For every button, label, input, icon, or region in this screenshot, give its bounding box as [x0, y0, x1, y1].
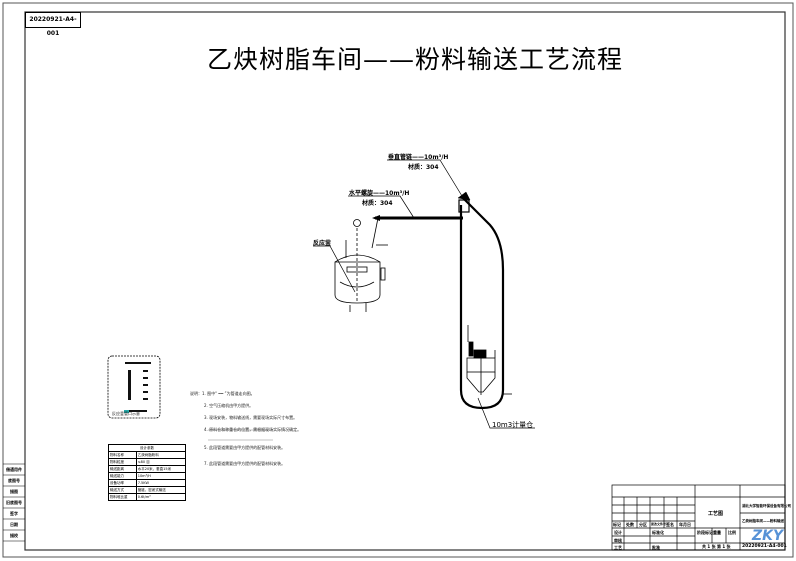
param-name: 物料堆比重 — [108, 493, 137, 501]
param-value: 水平20米，垂直15米 — [135, 465, 187, 473]
nozzle-legend-marks — [124, 362, 151, 413]
legend-caption: 反应釜管口示意 — [112, 411, 140, 416]
tb-approve: 批准 — [652, 545, 660, 550]
reactor-label: 反应釜 — [313, 240, 332, 247]
reactor-vessel — [334, 219, 388, 312]
param-name: 物料粒度 — [108, 458, 137, 466]
table-row: 输送距离水平20米，垂直15米 — [108, 465, 187, 473]
note-line: 3. 现场安装，物料输送线，需要现场实际尺寸布置。 — [204, 415, 298, 420]
side-strip-cell: 日期 — [10, 522, 18, 527]
param-name: 输送能力 — [108, 472, 137, 480]
param-value: 乙炔树脂粉料 — [135, 451, 187, 459]
param-value: 7.5KW — [135, 479, 187, 487]
note-line: 说明：1. 图中“ ━━ ”为管道走向图。 — [190, 391, 255, 396]
side-strip-frame — [3, 463, 25, 542]
side-strip-cell: 旧底图号 — [6, 500, 22, 505]
tb-weight: 重量 — [713, 530, 721, 535]
hopper-label: 10m3计量仓 — [492, 421, 534, 429]
tb-mark: 标记 — [613, 522, 621, 527]
side-strip-cell: 借通用件 — [6, 467, 22, 472]
param-name: 输送距离 — [108, 465, 137, 473]
horizontal-screw-label: 水平螺旋——10m³/H — [349, 190, 410, 197]
nozzle-legend-box — [107, 355, 161, 419]
tb-sheet: 共 1 张 第 1 张 — [702, 544, 731, 549]
tb-count: 处数 — [626, 522, 634, 527]
side-strip-cell: 描校 — [10, 533, 18, 538]
param-name: 设备功率 — [108, 479, 137, 487]
tb-standard: 标准化 — [652, 530, 664, 535]
tb-scale: 比例 — [728, 530, 736, 535]
title-block-frame — [611, 484, 786, 551]
company-logo: ZKY — [752, 528, 784, 544]
tb-date: 年月日 — [679, 522, 691, 527]
table-row: 输送方式管链，密闭式输送 — [108, 486, 187, 494]
tb-change-doc: 更改文件号 — [651, 522, 667, 526]
param-value: 10m³/H — [135, 472, 187, 480]
side-strip-cell: 描图 — [10, 489, 18, 494]
param-value: 0.6t/m³ — [135, 493, 187, 501]
vertical-chain-label: 垂直管链——10m³/H — [388, 154, 449, 161]
horizontal-screw-conveyor — [371, 215, 463, 249]
notes-block: 说明：1. 图中“ ━━ ”为管道走向图。 2. 空气压缩机由甲方提供。 3. … — [190, 391, 301, 467]
tb-company: 湖北大学智能环保设备有限公司 — [742, 504, 791, 508]
horizontal-material-label: 材质：304 — [362, 200, 393, 207]
tb-process: 工艺 — [614, 545, 622, 550]
table-title: 设计参数 — [108, 444, 186, 452]
design-parameter-table: 设计参数 物料名称乙炔树脂粉料 物料粒度≤80 目 输送距离水平20米，垂直15… — [108, 444, 187, 501]
vertical-material-label: 材质：304 — [408, 164, 439, 171]
note-line: 5. 此段管道需要由甲方提供的配管材料安装。 — [204, 445, 286, 450]
note-line: 7. 此段管道需要由甲方提供的配管材料安装。 — [204, 461, 286, 466]
tb-drawing-name: 乙炔树脂车间——粉料输送 — [742, 519, 784, 523]
param-name: 输送方式 — [108, 486, 137, 494]
tb-stage: 阶段标记 — [697, 530, 713, 535]
drawing-number-box: 20220921-A4-001 — [25, 12, 81, 37]
tb-check: 审核 — [614, 538, 622, 543]
table-row: 物料粒度≤80 目 — [108, 458, 187, 466]
inner-frame — [24, 11, 786, 551]
note-line: 2. 空气压缩机由甲方提供。 — [204, 403, 254, 408]
tb-drawing-type: 工艺图 — [708, 511, 724, 517]
side-strip-cell: 签字 — [10, 511, 18, 516]
param-value: 管链，密闭式输送 — [135, 486, 187, 494]
drawing-title: 乙炔树脂车间——粉料输送工艺流程 — [206, 45, 623, 74]
leader-lines — [313, 159, 535, 429]
note-line: 4. 原料仓和称重仓的位置，需根据现场实际情况确定。 — [204, 427, 302, 432]
vertical-chain-conveyor — [457, 191, 505, 410]
tb-number: 20220921-A4-001 — [742, 544, 787, 549]
side-strip-cell: 底图号 — [8, 478, 20, 483]
tb-zone: 分区 — [639, 522, 647, 527]
param-name: 物料名称 — [108, 451, 137, 459]
tb-sign: 签名 — [666, 522, 674, 527]
param-value: ≤80 目 — [135, 458, 187, 466]
table-row: 物料名称乙炔树脂粉料 — [108, 451, 187, 459]
tb-design: 设计 — [614, 530, 622, 535]
metering-hopper — [466, 325, 512, 395]
